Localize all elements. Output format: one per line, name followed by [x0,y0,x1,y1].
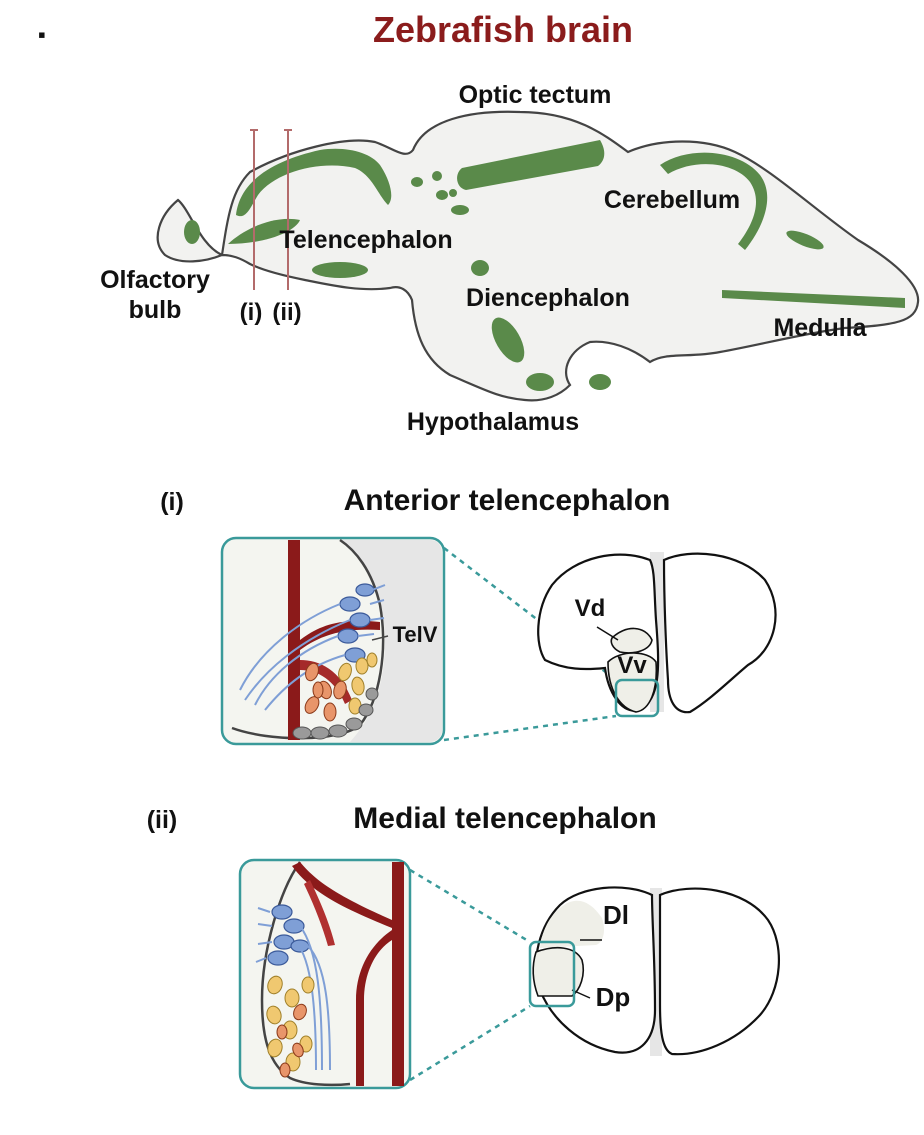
olfactory-green [184,220,200,244]
tel-upper-arc-green [236,148,392,217]
panel-ii-connector-top [409,868,531,944]
cerebellum-arc-green [660,152,768,250]
inset-ii-vessel-branch-a [292,862,392,928]
panel-ii-inset [238,858,412,1090]
cs-ii-right-hemisphere [658,887,780,1056]
inset-ii-vessel-right [392,862,404,1086]
panel-i-marker: (i) [160,488,184,516]
panel-ii: (ii) Medial telencephalon [147,802,780,1090]
tel-ventral-green [312,262,368,278]
label-telencephalon: Telencephalon [279,226,452,254]
label-vd: Vd [575,595,606,622]
panel-i-cross-section: Vd Vv [537,552,777,718]
label-section-ii: (ii) [272,299,301,326]
hypothalamus-dot-2 [589,374,611,390]
green-regions [184,140,905,391]
cs-i-zoom-box [614,678,660,718]
cs-ii-dl-region [540,900,604,948]
diencephalon-dot-green [471,260,489,276]
tectum-dot-3 [436,190,448,200]
label-olfactory-line2: bulb [129,296,182,324]
panel-ii-cross-section: Dl Dp [528,886,780,1056]
label-medulla: Medulla [773,314,867,342]
tel-lower-green [228,218,300,244]
label-diencephalon: Diencephalon [466,284,630,312]
tectum-dot-4 [451,205,469,215]
inset-i-gray-cells [292,687,379,740]
label-optic-tectum: Optic tectum [459,81,612,109]
cs-i-right-hemisphere [662,552,777,714]
tectum-dot-5 [449,189,457,197]
panel-ii-marker: (ii) [147,806,178,834]
brain-outline [156,110,920,402]
inset-i-vessel [288,540,300,740]
inset-ii-yellow-cells [266,975,315,1072]
inset-ii-vessel-branch-c [304,880,335,946]
cerebellum-inner-green [786,230,824,250]
label-hypothalamus: Hypothalamus [407,408,579,436]
inset-i-neurites [239,584,386,711]
panel-i-connector-bottom [443,714,617,742]
inset-i-shaded-right [340,540,442,742]
tectum-dot-1 [411,177,423,187]
sagittal-brain: Optic tectum Cerebellum Telencephalon Ol… [100,81,920,436]
telv-leader-line [371,635,389,641]
panel-ii-title: Medial telencephalon [353,802,656,835]
label-section-i: (i) [240,299,263,326]
hypothalamus-oval-green [491,317,525,363]
panel-i-inset: TelV [220,536,446,746]
cs-i-vd-region [610,627,653,654]
inset-ii-neurons [267,904,310,966]
inset-ii-vessel-branch-b [356,930,392,1086]
panel-i-title: Anterior telencephalon [344,484,671,517]
figure-title: Zebrafish brain [373,9,633,50]
vd-leader-line [596,626,619,641]
label-vv: Vv [617,652,647,679]
label-telv: TelV [393,622,438,647]
inset-i-vessel-branch [300,620,380,650]
label-cerebellum: Cerebellum [604,186,740,214]
label-dp: Dp [596,982,631,1012]
cs-ii-dp-region [532,946,585,997]
panel-i: (i) Anterior telencephalon [160,484,777,746]
label-dl: Dl [603,900,629,930]
cs-ii-zoom-box [528,940,576,1008]
hypothalamus-dot-1 [526,373,554,391]
tectum-band-green [457,140,605,190]
tectum-dot-2 [432,171,442,181]
inset-ii-orange-cells [276,1003,307,1078]
medulla-band-green [722,290,905,308]
bullet-marker: ▪ [38,22,46,47]
inset-i-orange-cells [304,662,347,722]
label-olfactory-line1: Olfactory [100,266,210,294]
inset-i-yellow-cells [338,652,378,715]
panel-ii-connector-bottom [409,1004,531,1082]
